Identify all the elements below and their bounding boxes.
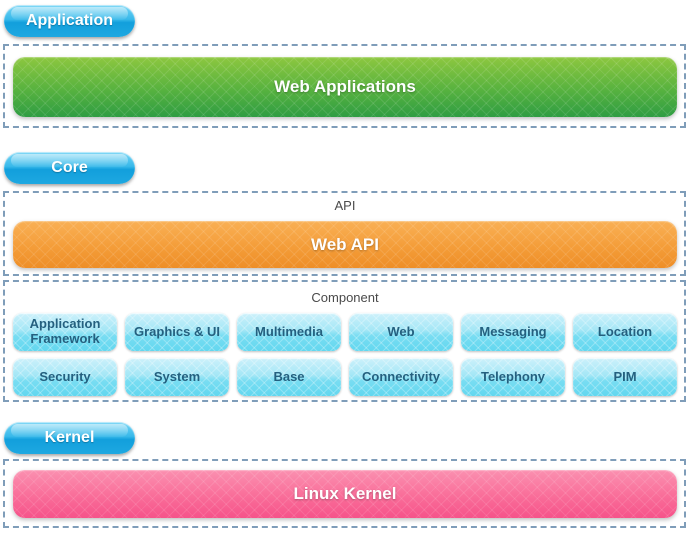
- kernel-layer-pill: Kernel: [4, 422, 135, 454]
- component-tile-pim: PIM: [573, 358, 677, 396]
- core-component-box: [3, 280, 686, 402]
- linux-kernel-bar: Linux Kernel: [13, 470, 677, 518]
- web-api-bar: Web API: [13, 221, 677, 268]
- component-tile-messaging: Messaging: [461, 313, 565, 351]
- component-tile-multimedia: Multimedia: [237, 313, 341, 351]
- component-tile-graphics-ui: Graphics & UI: [125, 313, 229, 351]
- core-layer-pill: Core: [4, 152, 135, 184]
- api-caption: API: [334, 198, 356, 213]
- component-tile-connectivity: Connectivity: [349, 358, 453, 396]
- component-caption: Component: [311, 290, 379, 305]
- component-tile-location: Location: [573, 313, 677, 351]
- component-tile-security: Security: [13, 358, 117, 396]
- component-tile-application-framework: Application Framework: [13, 313, 117, 351]
- component-tile-web: Web: [349, 313, 453, 351]
- component-tile-system: System: [125, 358, 229, 396]
- component-tile-telephony: Telephony: [461, 358, 565, 396]
- component-tiles-grid: Application Framework Graphics & UI Mult…: [13, 313, 677, 396]
- web-applications-bar: Web Applications: [13, 57, 677, 117]
- application-layer-pill: Application: [4, 5, 135, 37]
- component-tile-base: Base: [237, 358, 341, 396]
